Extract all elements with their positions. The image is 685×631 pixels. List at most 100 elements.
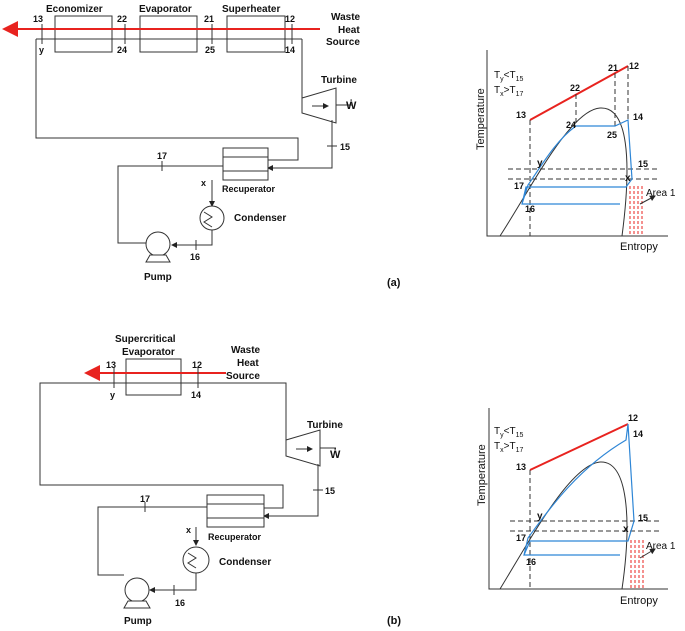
state-x-label-b: x	[186, 525, 191, 535]
figure-label-b: (b)	[387, 615, 401, 627]
supercritical-label: Supercritical	[115, 334, 176, 345]
turbine-label: Turbine	[321, 75, 357, 86]
pipe-condenser-to-pump-b	[149, 573, 197, 593]
condenser-coil-b	[187, 552, 197, 569]
ts-cond1-b: Ty<T15	[494, 426, 523, 439]
ts-16-a: 16	[525, 204, 535, 214]
ts-x-a: x	[625, 173, 631, 184]
state-y-label: y	[39, 45, 44, 55]
state-ticks-b	[113, 368, 199, 388]
pump-label-a: Pump	[144, 272, 172, 283]
condenser-label-b: Condenser	[219, 557, 271, 568]
pipe-turbine-to-recuperator-b	[263, 464, 319, 519]
evaporator-label: Evaporator	[139, 4, 192, 15]
heat-label: Heat	[338, 25, 360, 36]
ts-17-a: 17	[514, 181, 524, 191]
state-21-label: 21	[204, 14, 214, 24]
recuperator-label-a: Recuperator	[222, 184, 276, 194]
pipe-condenser-to-pump	[171, 230, 213, 248]
saturation-dome-b	[499, 461, 628, 590]
economizer-box	[54, 15, 113, 53]
ts-12-b: 12	[628, 413, 638, 423]
ts-14-a: 14	[633, 112, 643, 122]
waste-label-b: Waste	[231, 345, 261, 356]
figure-label-a: (a)	[387, 277, 401, 289]
turbine-shape-b	[285, 429, 321, 467]
work-label-b: Ẇ	[330, 448, 341, 461]
area-1-hatch-a	[629, 186, 643, 236]
ts-12-a: 12	[629, 61, 639, 71]
condenser-icon-b	[182, 546, 210, 574]
cycle-path-a	[521, 119, 633, 205]
saturation-dome-a	[499, 107, 628, 237]
work-label: Ẇ	[346, 99, 357, 112]
ts-xlabel-a: Entropy	[620, 241, 658, 253]
cycle-diagram-a: Economizer Evaporator Superheater 13 22 …	[2, 4, 361, 283]
source-label-b: Source	[226, 371, 260, 382]
area-1-hatch-b	[630, 540, 644, 589]
area-1-pointer-a	[639, 195, 656, 205]
ts-ylabel-a: Temperature	[475, 88, 487, 150]
ts-13-b: 13	[516, 462, 526, 472]
pump-base	[145, 254, 171, 263]
ts-15-b: 15	[638, 513, 648, 523]
pipe-13-to-recuperator	[35, 39, 299, 161]
cycle-path-b	[523, 423, 635, 556]
heat-source-line-b	[529, 423, 629, 471]
evaporator-box	[139, 15, 198, 53]
state-17-label-b: 17	[140, 494, 150, 504]
pump-label-b: Pump	[124, 616, 152, 627]
economizer-label: Economizer	[46, 4, 103, 15]
pump-icon	[145, 231, 171, 257]
ts-16-b: 16	[526, 557, 536, 567]
evaporator-label-b: Evaporator	[122, 347, 175, 358]
area-1-pointer-b	[639, 548, 656, 559]
state-16-label: 16	[190, 252, 200, 262]
pump-icon-b	[124, 577, 150, 603]
pipe-pump-to-recuperator-b	[97, 506, 207, 576]
ts-17-b: 17	[516, 533, 526, 543]
ts-cond2-a: Tx>T17	[494, 85, 523, 98]
ts-axes-a	[486, 50, 668, 237]
ts-25-a: 25	[607, 130, 617, 140]
ts-22-a: 22	[570, 83, 580, 93]
condenser-coil	[203, 211, 213, 228]
superheater-label: Superheater	[222, 4, 280, 15]
cycle-diagram-b: Supercritical Evaporator 13 12 y 14 Wast…	[39, 334, 343, 627]
ts-x-b: x	[623, 524, 629, 535]
ts-xlabel-b: Entropy	[620, 595, 658, 607]
ts-21-a: 21	[608, 63, 618, 73]
ts-y-a: y	[537, 158, 543, 169]
state-y-label-b: y	[110, 390, 115, 400]
turbine-label-b: Turbine	[307, 420, 343, 431]
source-label: Source	[326, 37, 360, 48]
condenser-label-a: Condenser	[234, 213, 286, 224]
pipe-13-to-recuperator-b	[39, 382, 284, 509]
state-22-label: 22	[117, 14, 127, 24]
ts-14-b: 14	[633, 429, 643, 439]
heat-source-line-a	[529, 65, 629, 121]
area-1-label-a: Area 1	[646, 188, 676, 199]
area-1-label-b: Area 1	[646, 541, 676, 552]
state-ticks-a	[41, 24, 293, 44]
pipe-14-to-turbine-b	[204, 382, 287, 440]
state-13-label-b: 13	[106, 360, 116, 370]
heat-label-b: Heat	[237, 358, 259, 369]
state-13-label: 13	[33, 14, 43, 24]
pump-base-b	[123, 600, 151, 609]
ts-15-a: 15	[638, 159, 648, 169]
ts-y-b: y	[537, 511, 543, 522]
ts-diagram-a: Temperature Entropy Ty<T15 Tx>T17 Area 1…	[475, 50, 676, 253]
state-15-label: 15	[340, 142, 350, 152]
state-12-label: 12	[285, 14, 295, 24]
recuperator-box-a	[222, 147, 269, 181]
recuperator-label-b: Recuperator	[208, 532, 262, 542]
ts-24-a: 24	[566, 120, 576, 130]
condenser-icon	[199, 205, 225, 231]
ts-cond1-a: Ty<T15	[494, 70, 523, 83]
state-14-label: 14	[285, 45, 295, 55]
supercritical-evaporator-box	[125, 358, 182, 396]
ts-13-a: 13	[516, 110, 526, 120]
state-12-label-b: 12	[192, 360, 202, 370]
state-25-label: 25	[205, 45, 215, 55]
